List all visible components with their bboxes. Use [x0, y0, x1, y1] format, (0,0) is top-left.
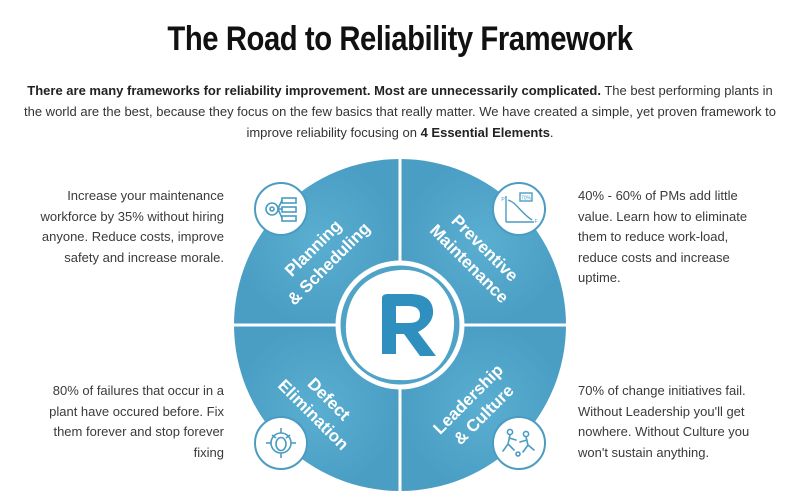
planning-description: Increase your maintenance workforce by 3… — [40, 188, 224, 265]
intro-paragraph: There are many frameworks for reliabilit… — [18, 80, 782, 143]
logo-icon — [382, 294, 436, 356]
pm-decay-curve-icon: 70% P F — [492, 182, 546, 236]
intro-end: . — [549, 125, 554, 140]
intro-bold: There are many frameworks for reliabilit… — [27, 83, 601, 98]
pm-percent-text: 70% — [521, 196, 532, 202]
page-title: The Road to Reliability Framework — [167, 20, 633, 58]
pm-p-axis-text: P — [501, 197, 505, 203]
intro-text: The best performing plants in the world … — [24, 83, 776, 140]
team-people-icon — [492, 416, 546, 470]
planning-board-icon — [254, 182, 308, 236]
preventive-description: 40% - 60% of PMs add little value. Learn… — [578, 188, 748, 285]
framework-wheel: Planning & Scheduling Preventive Mainten… — [232, 156, 568, 494]
leadership-description: 70% of change initiatives fail. Without … — [578, 383, 750, 460]
pm-f-axis-text: F — [534, 219, 537, 225]
defect-description: 80% of failures that occur in a plant ha… — [49, 383, 224, 460]
intro-emphasis: 4 Essential Elements — [420, 125, 550, 140]
bug-target-icon — [254, 416, 308, 470]
